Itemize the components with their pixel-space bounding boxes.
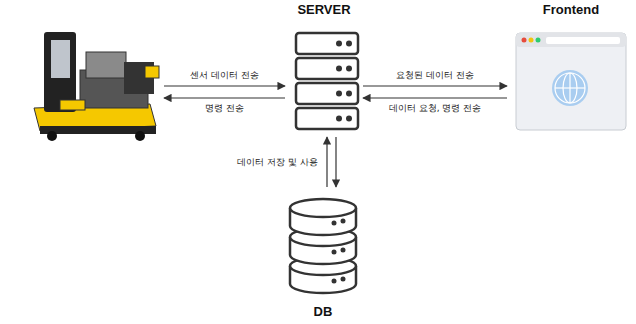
database-node: DB — [283, 190, 363, 320]
connector-arrow — [326, 137, 327, 187]
database-icon — [290, 199, 356, 293]
connector-arrow — [363, 85, 507, 86]
machine-node — [25, 25, 161, 143]
connector-arrow — [335, 137, 336, 187]
frontend-node: Frontend — [510, 2, 632, 134]
server-node: SERVER — [288, 2, 360, 134]
node-heading: SERVER — [297, 2, 350, 18]
edge-label: 명령 전송 — [203, 103, 246, 114]
edge-label: 요청된 데이터 전송 — [394, 70, 476, 81]
node-heading: DB — [314, 304, 333, 320]
browser-icon — [516, 33, 626, 130]
node-heading: Frontend — [543, 2, 599, 18]
connector-arrow — [363, 97, 507, 98]
server-icon — [296, 33, 358, 129]
edge-label: 데이터 요청, 명령 전송 — [387, 103, 483, 114]
machine-illustration — [34, 32, 159, 141]
edge-label: 데이터 저장 및 사용 — [235, 157, 320, 168]
connector-arrow — [164, 85, 285, 86]
connector-arrow — [164, 97, 285, 98]
edge-label: 센서 데이터 전송 — [188, 70, 261, 81]
